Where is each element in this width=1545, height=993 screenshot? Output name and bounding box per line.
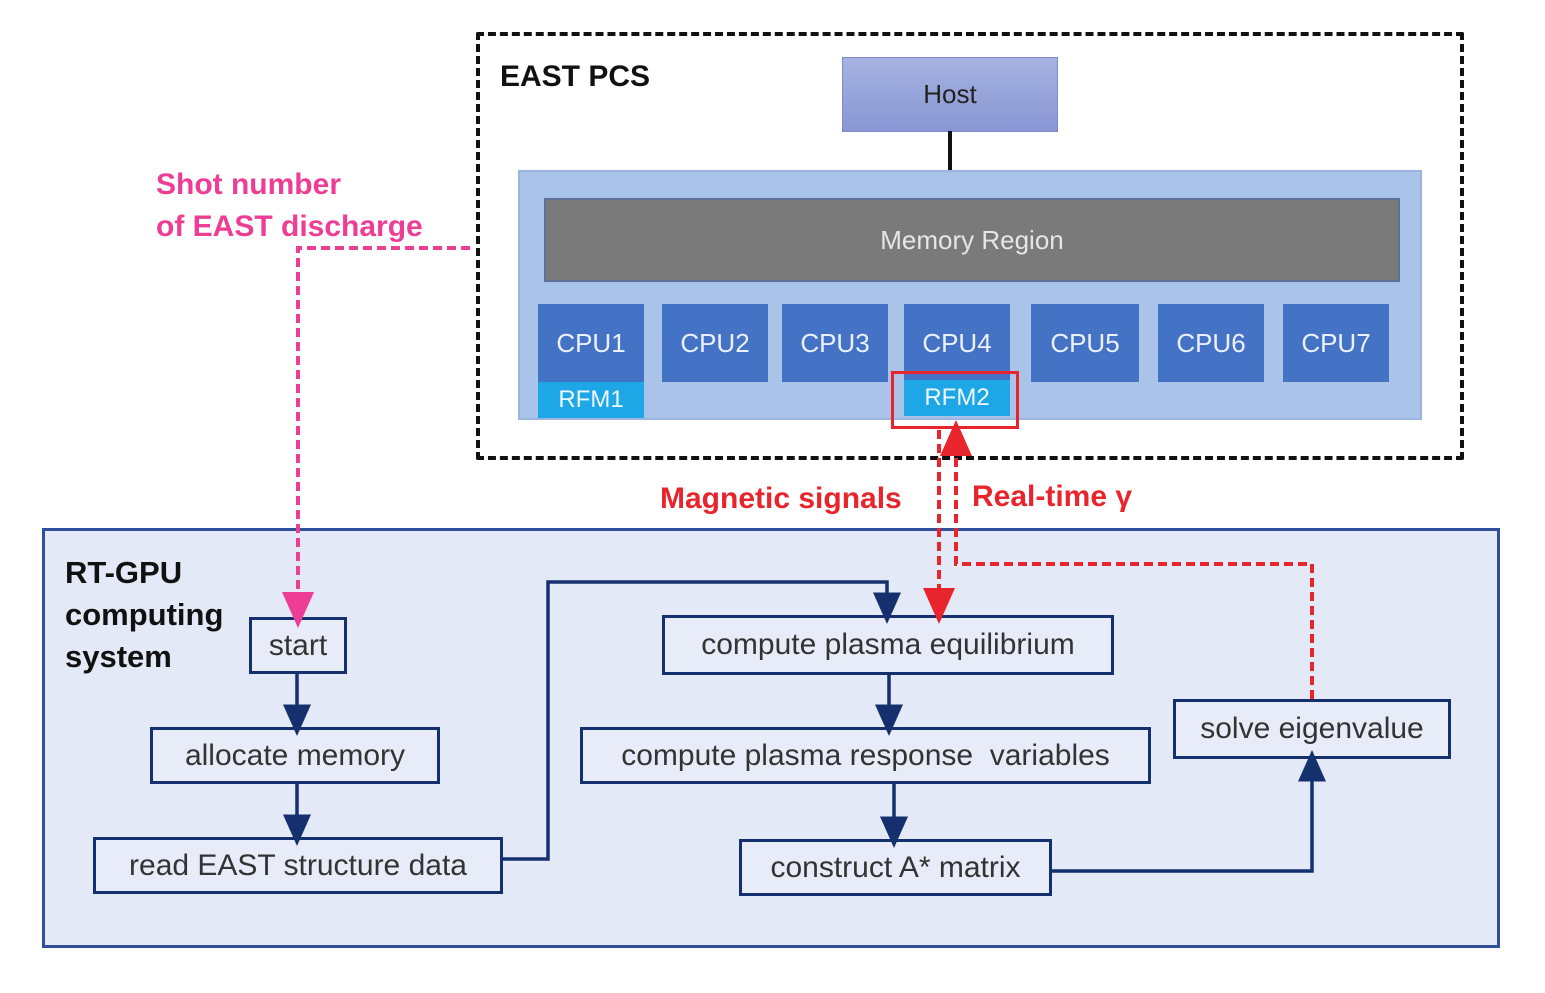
rfm2-node: RFM2 xyxy=(904,380,1010,416)
shot-label-line2: of EAST discharge xyxy=(156,210,423,243)
memory-region: Memory Region xyxy=(544,198,1400,282)
gpu-title-line1: RT-GPU xyxy=(65,555,183,590)
rt-gpu-title: RT-GPU computing system xyxy=(65,552,223,678)
shot-label-line1: Shot number xyxy=(156,168,341,201)
arrow-construct-to-eigen xyxy=(1052,750,1326,873)
gpu-title-line2: computing xyxy=(65,597,224,632)
shot-number-label: Shot number of EAST discharge xyxy=(156,164,423,248)
cpu1-node: CPU1 xyxy=(538,304,644,382)
magnetic-signals-label: Magnetic signals xyxy=(660,482,902,515)
cpu7-node: CPU7 xyxy=(1283,304,1389,382)
step-allocate-memory: allocate memory xyxy=(150,727,440,784)
step-start: start xyxy=(249,617,347,674)
cpu3-node: CPU3 xyxy=(782,304,888,382)
host-node: Host xyxy=(842,57,1058,132)
cpu2-node: CPU2 xyxy=(662,304,768,382)
gpu-title-line3: system xyxy=(65,639,172,674)
step-solve-eigenvalue: solve eigenvalue xyxy=(1173,699,1451,759)
shot-number-arrow xyxy=(282,246,470,628)
step-compute-response: compute plasma response variables xyxy=(580,727,1151,784)
cpu5-node: CPU5 xyxy=(1031,304,1139,382)
host-connector xyxy=(948,131,952,171)
cpu4-node: CPU4 xyxy=(904,304,1010,382)
realtime-gamma-arrow xyxy=(940,420,1314,699)
step-compute-equilibrium: compute plasma equilibrium xyxy=(662,615,1114,675)
realtime-gamma-label: Real-time γ xyxy=(972,480,1133,513)
step-read-structure-data: read EAST structure data xyxy=(93,837,503,894)
cpu6-node: CPU6 xyxy=(1158,304,1264,382)
step-construct-matrix: construct A* matrix xyxy=(739,839,1052,896)
east-pcs-container xyxy=(476,32,1464,460)
arrow-read-to-equilibrium xyxy=(503,580,901,861)
east-pcs-title: EAST PCS xyxy=(500,60,651,93)
rfm1-node: RFM1 xyxy=(538,382,644,418)
